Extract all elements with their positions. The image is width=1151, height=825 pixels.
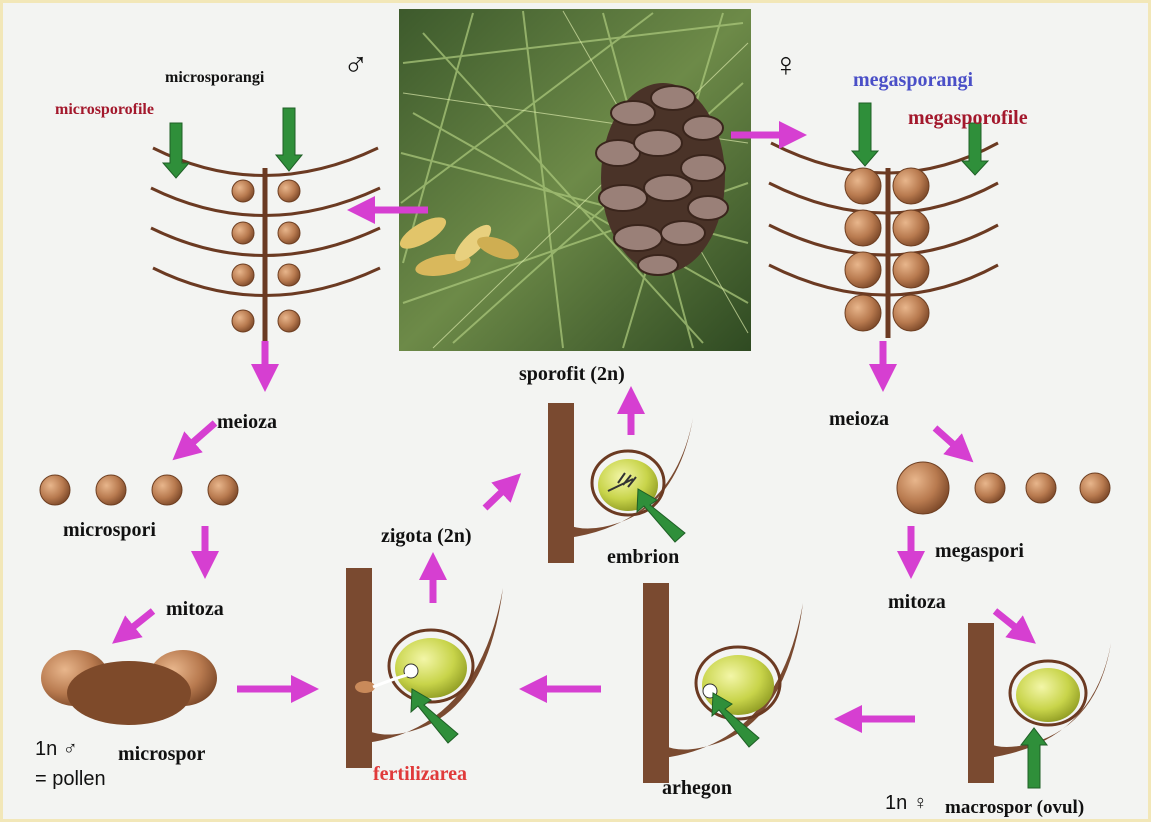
male-strobilus bbox=[151, 148, 380, 343]
ovule-archegonium bbox=[643, 583, 803, 783]
fertilizarea-label: fertilizarea bbox=[373, 763, 467, 786]
mitoza-right-label: mitoza bbox=[888, 591, 946, 614]
megaspori-label: megaspori bbox=[935, 540, 1024, 563]
meioza-left-label: meioza bbox=[217, 411, 277, 434]
megasporofile-label: megasporofile bbox=[908, 107, 1028, 130]
female-strobilus bbox=[769, 143, 998, 338]
embrion-label: embrion bbox=[607, 546, 679, 569]
macrospor-label: macrospor (ovul) bbox=[945, 797, 1084, 819]
pollen-label: = pollen bbox=[35, 768, 106, 791]
sporofit-label: sporofit (2n) bbox=[519, 363, 625, 386]
megaspores bbox=[897, 462, 1110, 514]
megasporangi-label: megasporangi bbox=[853, 69, 973, 92]
microsporangi-label: microsporangi bbox=[165, 69, 264, 87]
zigota-label: zigota (2n) bbox=[381, 525, 472, 548]
microspores bbox=[40, 475, 238, 505]
microspor-label: microspor bbox=[118, 743, 205, 766]
pollen-grain bbox=[41, 650, 217, 725]
microspor-ploidy-label: 1n ♂ bbox=[35, 738, 78, 761]
ovule-embryo bbox=[548, 403, 693, 563]
ovule-fertilization bbox=[346, 568, 503, 768]
microspori-label: microspori bbox=[63, 519, 156, 542]
meioza-right-label: meioza bbox=[829, 408, 889, 431]
male-symbol: ♂ bbox=[343, 47, 369, 85]
microsporofile-label: microsporofile bbox=[55, 101, 154, 119]
female-symbol: ♀ bbox=[773, 47, 799, 85]
arhegon-label: arhegon bbox=[662, 777, 732, 800]
macrospor-ploidy-label: 1n ♀ bbox=[885, 792, 928, 815]
mitoza-left-label: mitoza bbox=[166, 598, 224, 621]
pine-cone-photo bbox=[395, 9, 751, 351]
